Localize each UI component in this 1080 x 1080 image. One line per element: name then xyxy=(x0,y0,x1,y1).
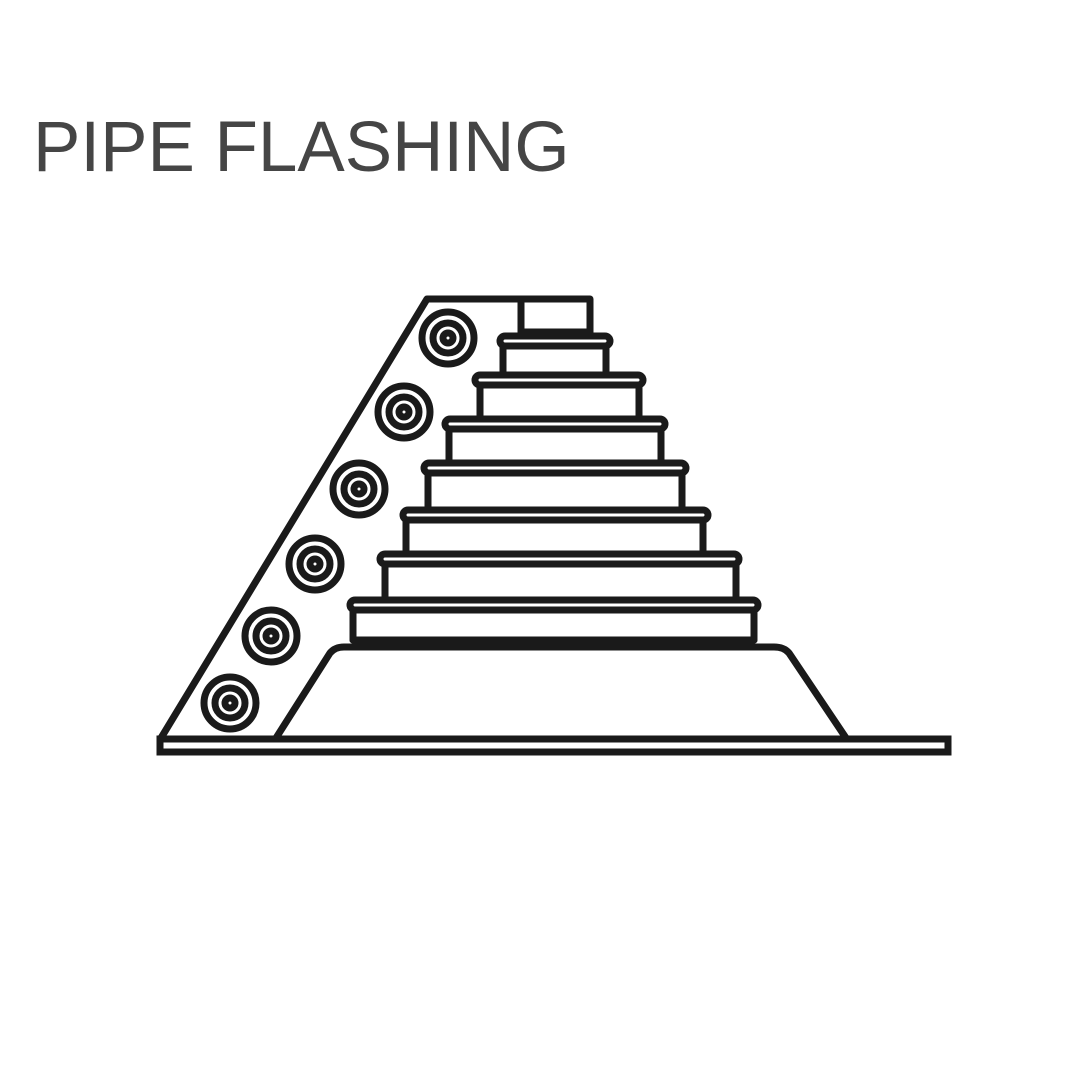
screw xyxy=(418,308,478,368)
boot-step xyxy=(376,550,743,602)
flashing-outer-side xyxy=(157,295,594,742)
screw xyxy=(285,534,345,594)
boot-step xyxy=(399,506,712,555)
screw xyxy=(329,459,389,519)
base-flange xyxy=(156,735,952,756)
page-title: PIPE FLASHING xyxy=(33,108,570,187)
screw xyxy=(374,382,434,442)
boot-step xyxy=(496,332,614,376)
boot-step xyxy=(441,415,669,465)
boot-step xyxy=(420,459,690,512)
screw xyxy=(241,606,301,666)
screw xyxy=(200,673,260,733)
boot-step xyxy=(471,371,647,420)
screws xyxy=(200,308,478,733)
boot-steps xyxy=(346,332,762,644)
boot-skirt xyxy=(272,643,850,742)
boot-step xyxy=(346,596,762,644)
